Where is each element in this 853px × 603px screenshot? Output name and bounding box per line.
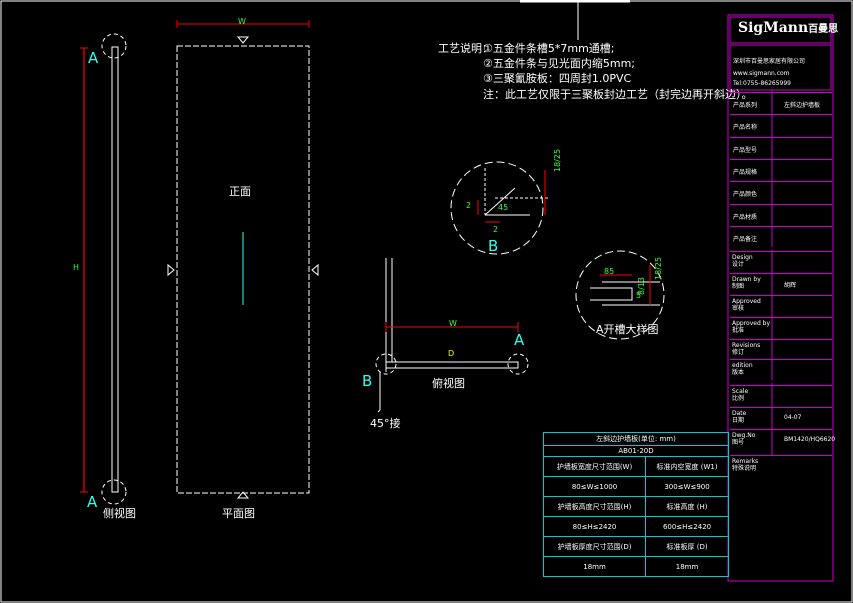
spec-title: 左斜边护墙板(单位: mm) [543,432,729,446]
title-block-label: Scale 比例 [732,388,749,402]
title-block-row [730,136,832,160]
company-name: 深圳市百曼思家居有限公司 [733,58,806,65]
front-label: 正面 [229,185,251,198]
spec-cell: 80≤H≤2420 [542,516,647,537]
title-block-label: 产品规格 [733,168,758,176]
title-block-row [730,181,832,204]
dim-w-plan: W [238,17,246,26]
title-block-row [730,114,832,137]
spec-cell: 600≤H≤2420 [645,516,729,537]
section-mark-a-top: A [88,49,99,67]
dim-8-13: 8/13 [637,277,646,295]
section-mark-b-detail: B [488,237,499,255]
angle-label: 45°接 [370,417,401,430]
title-block-label: Approved 审核 [732,298,761,312]
dim-18-25b: 18/25 [654,256,663,280]
side-view [80,33,127,505]
title-block-row [730,92,832,115]
dim-85: 85 [604,267,615,276]
spec-cell: 标准高度 (H) [645,496,729,517]
brand-logo: SigMann百曼思 [738,20,839,36]
title-block-label: Drawn by 制图 [732,276,761,290]
spec-cell: 护墙板厚度尺寸范围(D) [542,536,647,557]
spec-cell: 护墙板宽度尺寸范围(W) [542,456,647,477]
plan-view-label: 平面图 [222,507,255,520]
spec-code: AB01-20D [543,445,729,457]
title-block-row [730,429,832,450]
title-block-label: Revisions 修订 [732,342,761,356]
title-block-label: Dwg.No 图号 [732,432,756,446]
spec-cell: 标准内空宽度 (W1) [645,456,729,477]
section-mark-a-right: A [514,331,525,349]
title-block-row [730,203,832,227]
title-block-frame [727,14,834,582]
spec-cell: 护墙板高度尺寸范围(H) [542,496,647,517]
title-block-label: 产品名称 [733,124,758,132]
title-block-label: 产品颜色 [733,191,758,199]
title-block-label: 产品型号 [733,146,758,154]
section-mark-a-bottom: A [87,493,98,511]
title-block-row [730,225,832,249]
title-block-value: 04-07 [784,414,802,421]
top-view [375,258,529,413]
title-block-row [730,295,832,316]
detail-a [575,250,665,340]
title-block-label: 产品系列 [733,102,758,109]
process-note-remark: 注：此工艺仅限于三聚板封边工艺（封完边再开斜边）。 [483,88,753,101]
process-note-2: ②五金件条与见光面内缩5mm; [483,57,635,70]
spec-table: 左斜边护墙板(单位: mm) AB01-20D 护墙板宽度尺寸范围(W)标准内空… [542,432,729,577]
spec-cell: 300≤W≤900 [645,476,729,497]
dim-18-255: 18/25 [553,148,562,172]
detail-a-label: A开槽大样图 [596,323,659,336]
process-note-1: ①五金件条槽5*7mm通槽; [483,42,615,55]
spec-cell: 18mm [645,556,729,577]
title-block-row [730,359,832,380]
title-block-label: edition 版本 [732,362,753,376]
dim-2b: 2 [493,225,499,234]
top-view-label: 俯视图 [432,377,465,390]
title-block-row [730,158,832,182]
dim-2a: 2 [466,201,472,210]
title-block-label: 产品备注 [733,235,758,243]
dim-d-top: D [448,349,455,358]
title-block-row [730,317,832,338]
title-block-label: 产品材质 [733,213,758,221]
detail-b [450,161,550,255]
process-notes-title: 工艺说明： [438,42,493,55]
title-block-label: Approved by 批准 [732,320,771,334]
title-block-row [730,251,832,272]
plan-view [167,20,319,499]
company-web: www.sigmann.com [733,70,790,77]
process-note-3: ③三聚氰胺板：四周封1.0PVC [483,72,632,85]
title-block-row [730,273,832,294]
title-block-row [730,455,832,476]
spec-cell: 18mm [542,556,647,577]
dim-h-side: H [73,263,80,272]
dim-w-top: W [449,319,457,328]
title-block-label: Design 设计 [732,254,753,268]
title-block-value: 胡辉 [784,282,797,289]
title-block-row [730,407,832,428]
title-block-row [730,385,832,406]
spec-cell: 80≤W≤1000 [542,476,647,497]
title-block-row [730,339,832,360]
title-block-label: Date 日期 [732,410,747,424]
title-block-label: Remarks 特殊说明 [732,458,759,472]
company-tel: Tel:0755-86265999 [733,80,791,87]
title-block-value: BM1420/HQ6620 [784,436,836,443]
section-mark-b-left: B [362,372,373,390]
dim-45: 45 [498,203,509,212]
dim-5: 5 [636,291,642,300]
title-block-value: 左斜边护墙板 [784,102,821,109]
spec-cell: 标准板厚 (D) [645,536,729,557]
side-view-label: 侧视图 [103,507,136,520]
